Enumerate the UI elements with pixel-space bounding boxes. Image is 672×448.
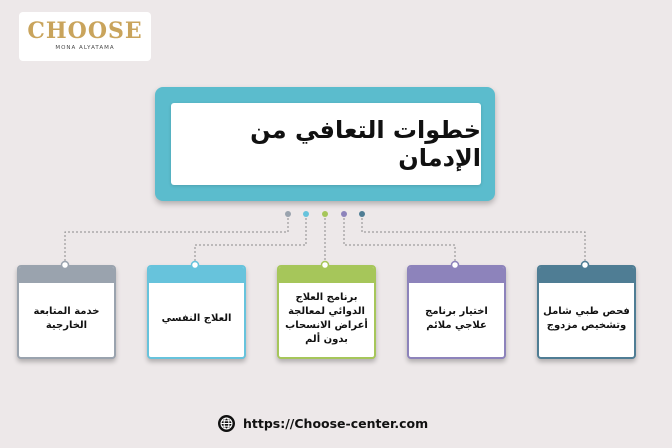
logo: CHOOSE MONA ALYATAMA (19, 12, 151, 61)
step-card-1: فحص طبي شامل وتشخيص مزدوج (537, 265, 636, 359)
diagram-title: خطوات التعافي من الإدمان (250, 116, 481, 172)
step-card-4: العلاج النفسي (147, 265, 246, 359)
connector-step-1 (361, 214, 586, 265)
step-card-header (279, 267, 374, 283)
card-dot-1 (580, 260, 590, 270)
footer: https://Choose-center.com (218, 414, 428, 432)
step-card-2: اختيار برنامج علاجي ملائم (407, 265, 506, 359)
step-card-3: برنامج العلاج الدوائي لمعالجة أعراض الان… (277, 265, 376, 359)
step-label: خدمة المتابعة الخارجية (33, 306, 100, 331)
title-card: خطوات التعافي من الإدمان (171, 103, 481, 185)
step-card-header (149, 267, 244, 283)
card-dot-5 (60, 260, 70, 270)
step-label: العلاج النفسي (161, 313, 232, 324)
step-card-header (19, 267, 114, 283)
step-label: برنامج العلاج الدوائي لمعالجة أعراض الان… (285, 292, 368, 345)
connector-step-2 (343, 214, 456, 265)
step-label: فحص طبي شامل وتشخيص مزدوج (543, 306, 630, 331)
dot-5 (285, 211, 291, 217)
card-dot-2 (450, 260, 460, 270)
logo-tagline: MONA ALYATAMA (55, 45, 115, 51)
globe-icon (218, 414, 235, 432)
card-dot-3 (320, 260, 330, 270)
step-card-header (539, 267, 634, 283)
dot-4 (303, 211, 309, 217)
card-dot-4 (190, 260, 200, 270)
website-link[interactable]: https://Choose-center.com (243, 415, 429, 431)
step-card-header (409, 267, 504, 283)
connector-step-5 (64, 214, 289, 265)
dot-1 (359, 211, 365, 217)
connector-step-4 (194, 214, 307, 265)
dot-2 (341, 211, 347, 217)
dot-3 (322, 211, 328, 217)
step-label: اختيار برنامج علاجي ملائم (425, 306, 488, 331)
logo-wordmark: CHOOSE (27, 18, 143, 44)
